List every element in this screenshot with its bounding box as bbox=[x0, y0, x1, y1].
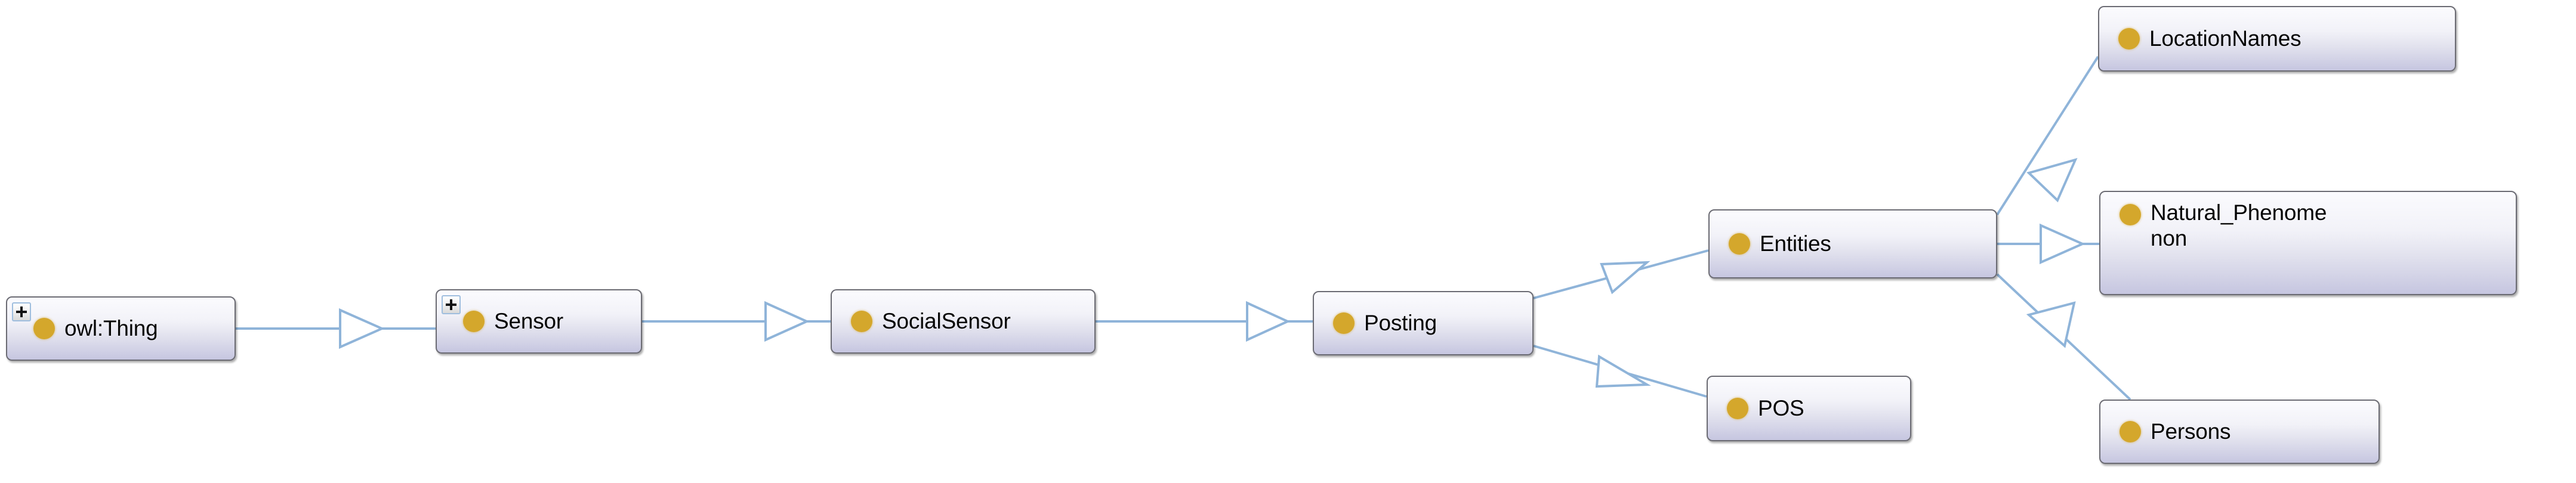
class-node-label: owl:Thing bbox=[64, 315, 158, 340]
class-node-label: LocationNames bbox=[2149, 26, 2302, 51]
class-node-label: Sensor bbox=[494, 308, 564, 333]
owl-class-circle-icon bbox=[1333, 312, 1355, 334]
class-node-posting[interactable]: Posting bbox=[1313, 291, 1534, 355]
edge-sensor-to-social-sensor bbox=[642, 301, 831, 342]
edge-posting-to-entities bbox=[1533, 249, 1709, 299]
class-node-persons[interactable]: Persons bbox=[2099, 400, 2380, 464]
class-node-social-sensor[interactable]: SocialSensor bbox=[831, 289, 1096, 354]
owl-class-circle-icon bbox=[2120, 204, 2141, 225]
edge-owl-thing-to-sensor bbox=[236, 308, 436, 349]
edge-posting-to-pos bbox=[1533, 345, 1707, 398]
class-node-label: POS bbox=[1758, 395, 1804, 420]
expand-plus-icon-sensor[interactable] bbox=[442, 295, 461, 314]
owl-class-circle-icon bbox=[1729, 233, 1750, 255]
class-node-entities[interactable]: Entities bbox=[1708, 209, 1997, 278]
class-node-label: Posting bbox=[1364, 310, 1437, 335]
owl-class-circle-icon bbox=[463, 311, 485, 332]
class-node-owl-thing[interactable]: owl:Thing bbox=[6, 296, 236, 361]
expand-plus-icon-owl-thing[interactable] bbox=[12, 302, 31, 321]
edge-social-sensor-to-posting bbox=[1096, 301, 1313, 342]
class-node-label: Persons bbox=[2151, 419, 2231, 444]
class-node-sensor[interactable]: Sensor bbox=[436, 289, 642, 354]
owl-class-circle-icon bbox=[33, 318, 55, 339]
class-node-location-names[interactable]: LocationNames bbox=[2098, 6, 2456, 72]
class-node-pos[interactable]: POS bbox=[1707, 376, 1911, 441]
class-node-label: SocialSensor bbox=[882, 308, 1011, 333]
plus-vertical-stroke bbox=[450, 299, 452, 310]
class-node-label: Entities bbox=[1760, 231, 1831, 256]
class-node-natural-phenomenon[interactable]: Natural_Phenome non bbox=[2099, 191, 2517, 295]
plus-vertical-stroke bbox=[20, 306, 23, 317]
owl-class-circle-icon bbox=[1727, 398, 1748, 419]
class-node-label: Natural_Phenome non bbox=[2151, 200, 2327, 250]
owl-class-circle-icon bbox=[2118, 28, 2140, 49]
edge-entities-to-natural-phenomenon bbox=[1997, 223, 2099, 265]
owl-class-circle-icon bbox=[2120, 421, 2141, 442]
owl-class-circle-icon bbox=[851, 311, 872, 332]
edge-entities-to-location-names bbox=[1996, 55, 2099, 216]
